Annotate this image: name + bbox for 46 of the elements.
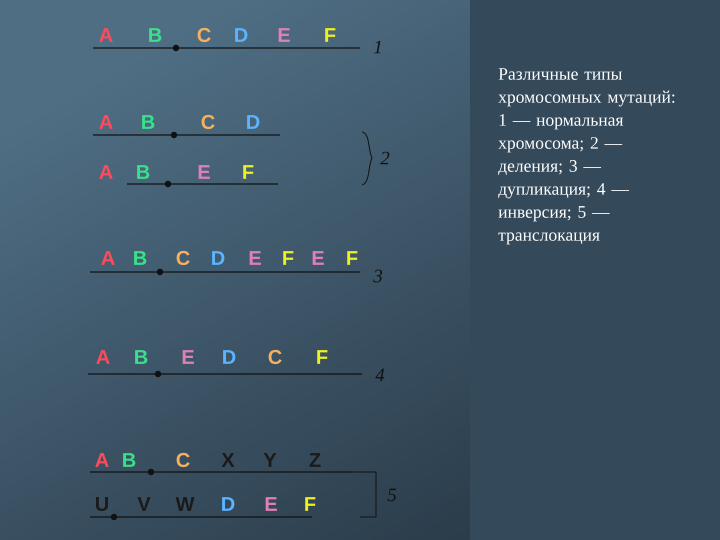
figure-number: 4 bbox=[375, 368, 384, 382]
gene-letter: V bbox=[137, 497, 151, 511]
gene-letter: B bbox=[123, 453, 136, 467]
gene-letter: B bbox=[134, 251, 146, 265]
gene-letter: D bbox=[223, 350, 236, 364]
caption-text: Различные типы хромосомных мутаций: 1 — нормальная хромосома; 2 — деления; 3 — дупликация; 4 — инверсия; 5 — транслокация bbox=[498, 68, 674, 244]
gene-letter: Y bbox=[264, 453, 276, 467]
gene-letter: B bbox=[135, 350, 148, 364]
figure-number: 3 bbox=[373, 270, 382, 282]
gene-letter: F bbox=[305, 497, 316, 511]
gene-letter: F bbox=[317, 350, 328, 364]
gene-letter: A bbox=[101, 251, 115, 265]
gene-letter: A bbox=[96, 350, 110, 364]
gene-letter: F bbox=[243, 165, 254, 179]
gene-letter: E bbox=[198, 165, 210, 179]
gene-letter: B bbox=[137, 165, 150, 179]
figure-number: 1 bbox=[374, 40, 381, 54]
gene-letter: B bbox=[142, 115, 154, 129]
gene-letter: E bbox=[266, 497, 277, 511]
gene-letter: E bbox=[182, 350, 194, 364]
gene-letter: U bbox=[96, 497, 108, 511]
gene-letter: C bbox=[268, 350, 282, 364]
gene-letter: A bbox=[99, 165, 113, 179]
gene-letter: X bbox=[222, 453, 234, 467]
gene-letter: C bbox=[198, 28, 211, 42]
figure-number: 5 bbox=[388, 488, 396, 502]
gene-letter: A bbox=[99, 115, 113, 129]
gene-letter: F bbox=[283, 251, 294, 265]
figure-number: 2 bbox=[380, 152, 390, 164]
gene-letter: C bbox=[202, 114, 215, 130]
gene-letter: B bbox=[149, 28, 162, 42]
gene-letter: W bbox=[176, 497, 194, 511]
gene-letter: D bbox=[212, 251, 224, 265]
gene-letter: F bbox=[347, 251, 358, 265]
gene-letter: E bbox=[250, 251, 261, 265]
gene-letter: A bbox=[95, 453, 109, 467]
gene-letter: C bbox=[176, 250, 190, 266]
gene-letter: D bbox=[247, 115, 260, 129]
gene-letter: Z bbox=[310, 453, 321, 467]
gene-letter: C bbox=[176, 452, 190, 468]
gene-letter: D bbox=[235, 28, 248, 42]
gene-letter: F bbox=[325, 28, 336, 42]
gene-letter: E bbox=[278, 28, 290, 42]
gene-letter: E bbox=[312, 251, 324, 265]
gene-letter: A bbox=[99, 28, 113, 42]
gene-letter: D bbox=[222, 497, 234, 511]
